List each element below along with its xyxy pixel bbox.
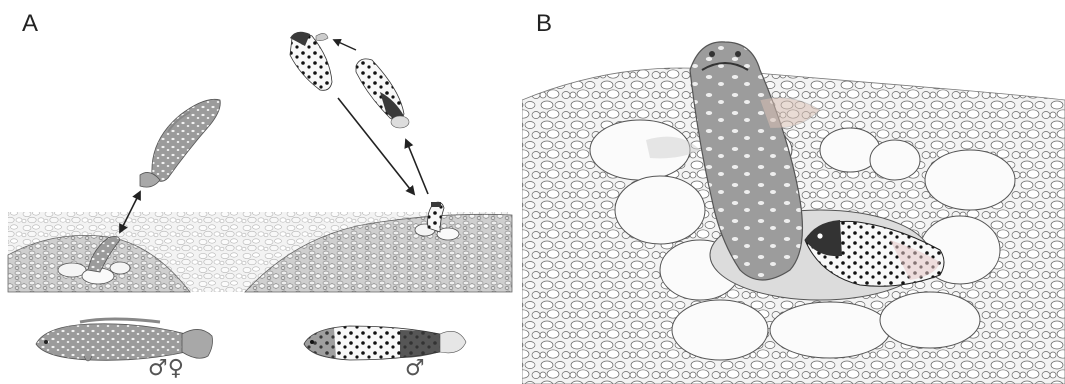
arrow-rise-up (406, 140, 428, 194)
fish-spotted-display-1 (290, 32, 332, 91)
arrow-display-to-display (334, 40, 356, 50)
fish-grey-reference (36, 319, 213, 361)
panel-letter-a: A (22, 10, 38, 38)
fish-grey-jumping (140, 99, 220, 187)
sex-symbols-grey-fish: ♂♀ (148, 356, 184, 381)
fish-spotted-display-2 (356, 59, 409, 128)
sex-symbol-spotted-fish: ♂ (405, 356, 425, 381)
panel-letter-b: B (536, 10, 552, 38)
fish-spotted-male-reference (304, 326, 466, 360)
panel-a (8, 32, 512, 361)
panel-b (522, 42, 1065, 384)
